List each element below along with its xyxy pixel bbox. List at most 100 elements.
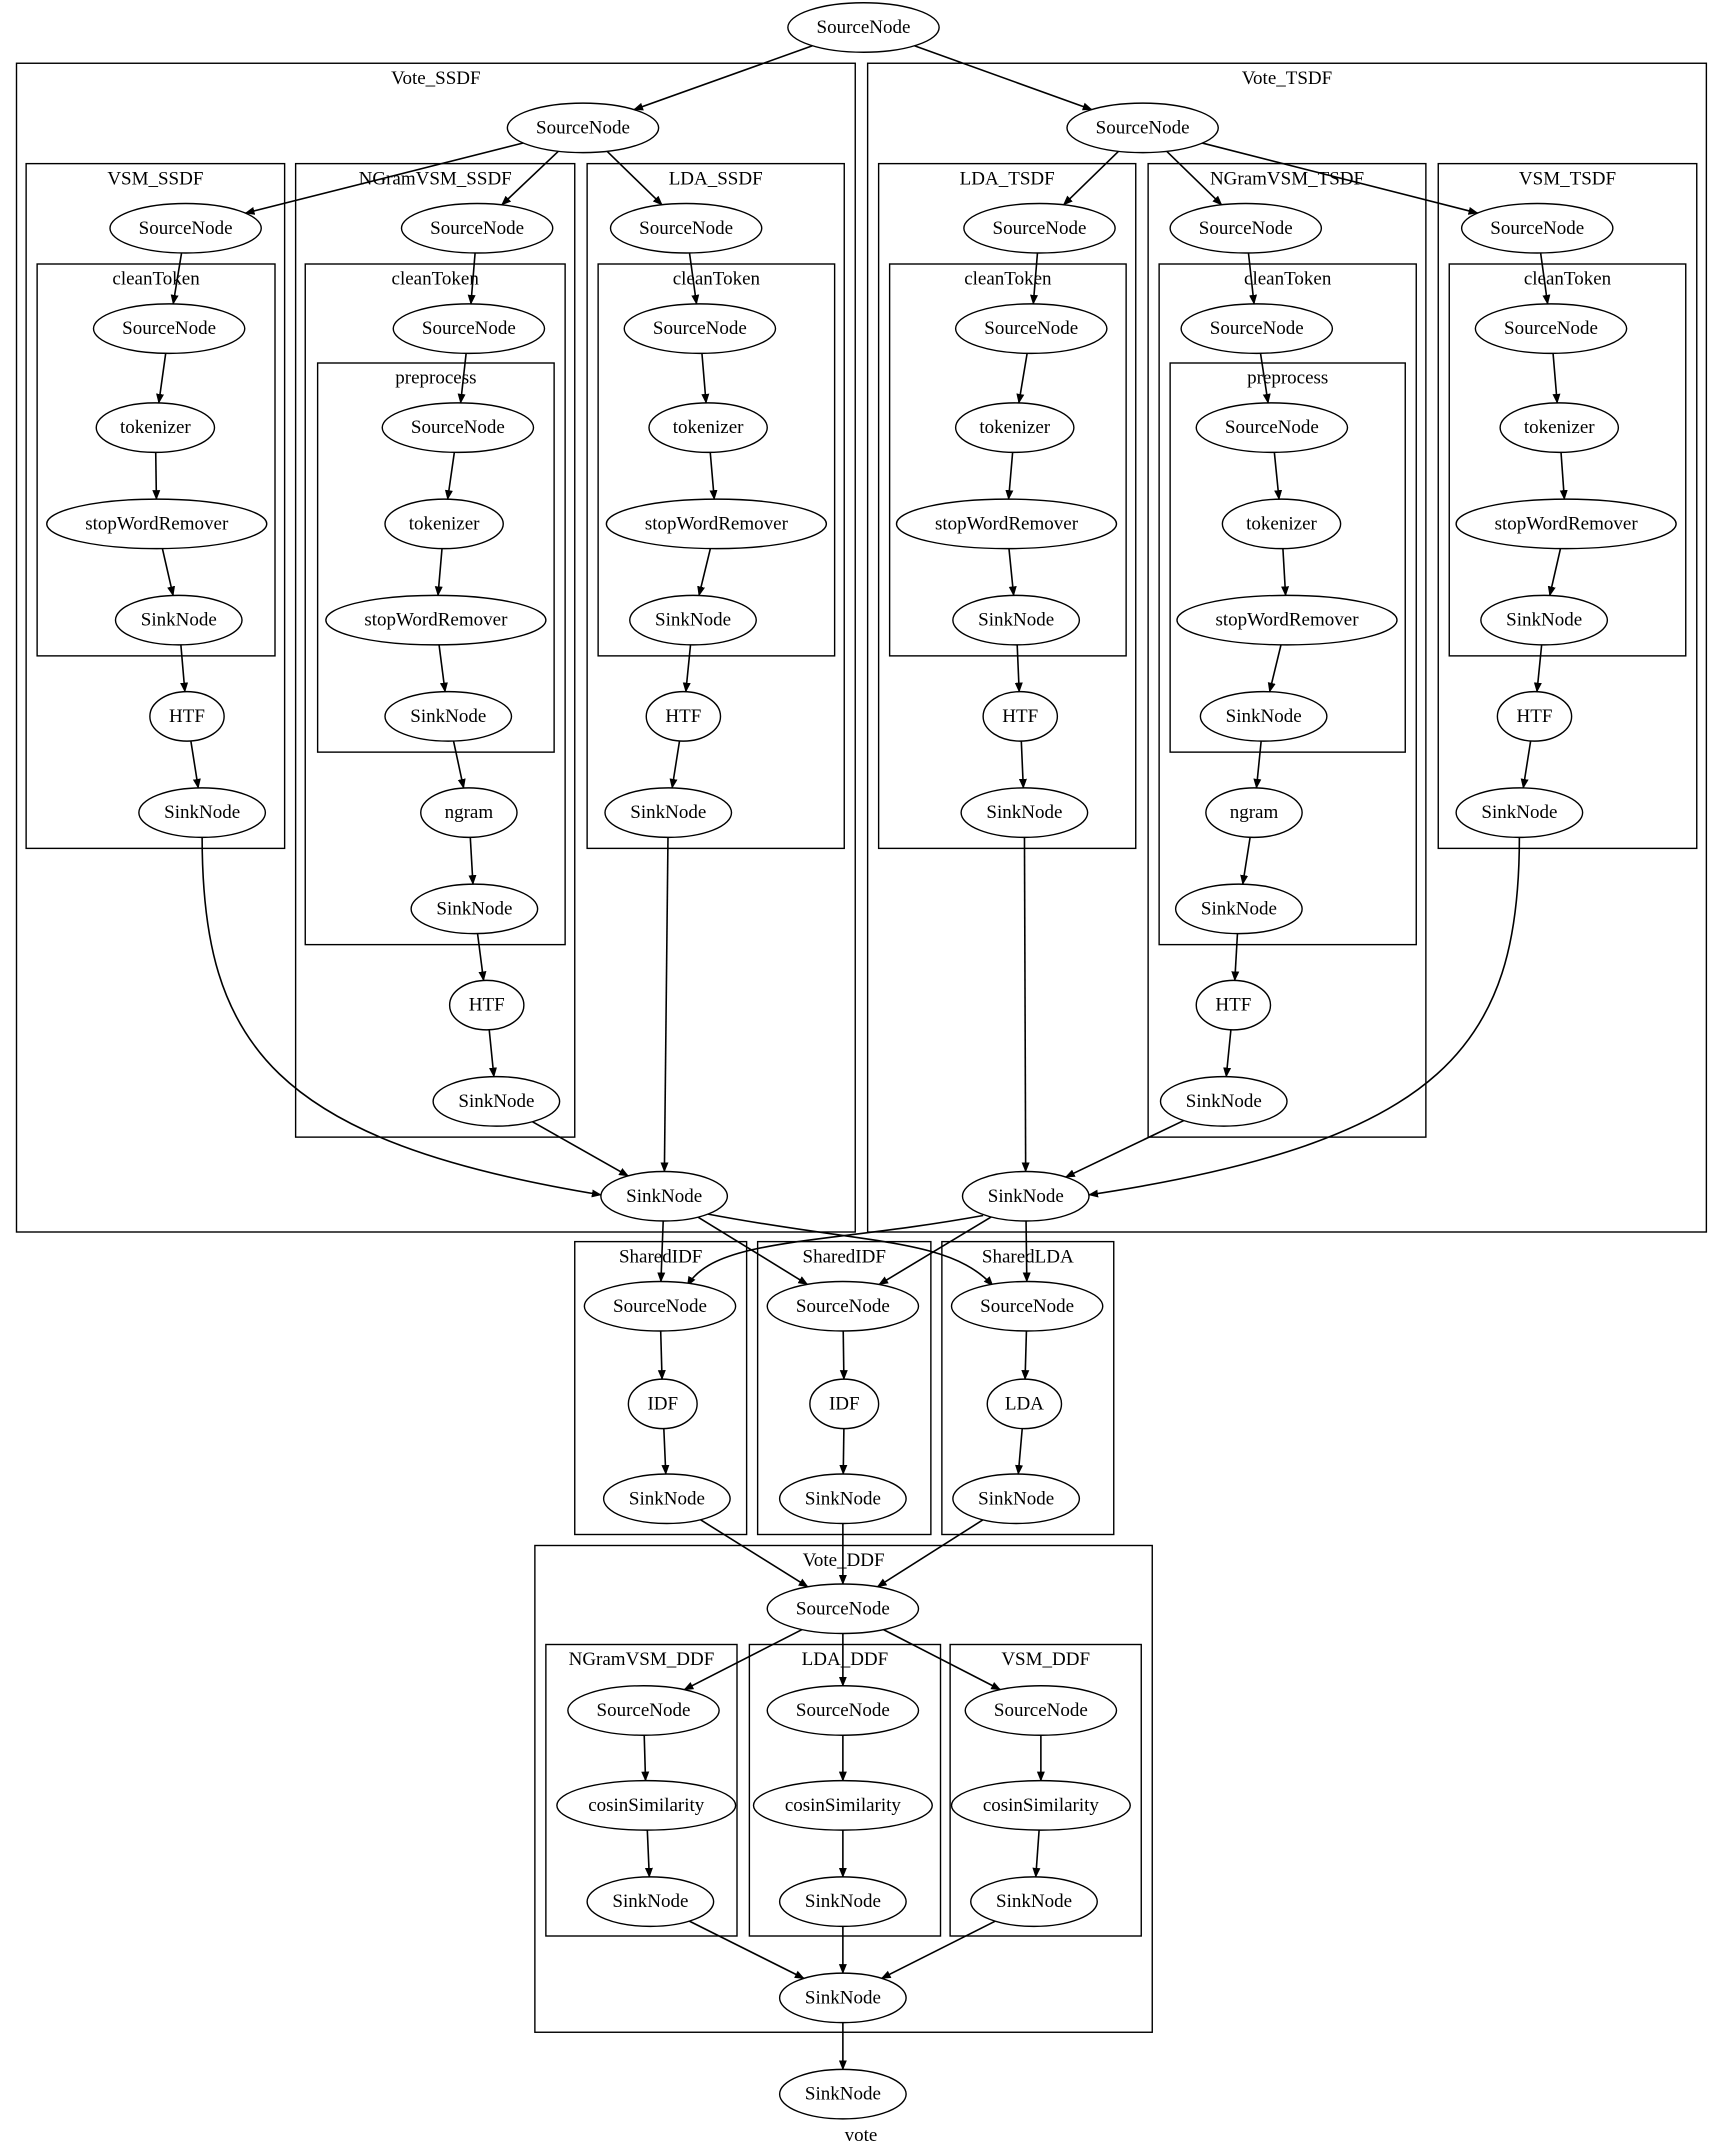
node-sink-ct-ngram-ssdf: SinkNode xyxy=(410,883,539,935)
cluster-cleantoken-vsm-tsdf: cleanToken xyxy=(1448,263,1687,657)
cluster-vote-tsdf-label: Vote_TSDF xyxy=(1242,68,1332,89)
cluster-cleantoken-vsm-tsdf-label: cleanToken xyxy=(1524,269,1612,290)
node-src-ct-vsm-tsdf-ellipse xyxy=(1474,303,1628,355)
node-sink-ct-ngram-ssdf-label: SinkNode xyxy=(436,898,512,919)
node-sw-pp-tsdf-ellipse xyxy=(1176,594,1398,646)
node-src-idf2-ellipse xyxy=(766,1280,920,1332)
node-sink-lda-ddf-ellipse xyxy=(778,1876,907,1928)
node-sink-lda-tsdf: SinkNode xyxy=(960,787,1089,839)
node-src-tsdf: SourceNode xyxy=(1066,102,1219,154)
edge-htf-ngram-ssdf-to-sink-ngram-ssdf xyxy=(488,1029,497,1078)
cluster-lda-tsdf: LDA_TSDF xyxy=(877,162,1137,850)
node-src-lda-tsdf-label: SourceNode xyxy=(993,218,1087,239)
node-sw-lda-ssdf-ellipse xyxy=(605,498,828,550)
node-sw-vsm-ssdf: stopWordRemover xyxy=(46,498,268,550)
node-src-lda-ddf-label: SourceNode xyxy=(796,1700,890,1721)
edge-sink-ngram-tsdf-to-sink-tsdf xyxy=(1064,1119,1185,1178)
edge-sw-vsm-tsdf-to-sink-ct-vsm-tsdf xyxy=(1547,548,1562,597)
edge-src-ct-lda-ssdf-to-tok-lda-ssdf xyxy=(701,353,710,404)
node-src-ngram-ssdf: SourceNode xyxy=(400,202,554,254)
node-tok-pp-ssdf-ellipse xyxy=(384,498,504,550)
edge-src-ngram-ssdf-to-src-ct-ngram-ssdf xyxy=(467,252,476,305)
node-src-root-ellipse xyxy=(787,2,940,53)
node-sink-vsm-tsdf-label: SinkNode xyxy=(1481,802,1557,823)
cluster-sharedlda: SharedLDA xyxy=(941,1240,1115,1536)
node-ngram-tsdf: ngram xyxy=(1205,787,1303,839)
cluster-cleantoken-lda-tsdf-border xyxy=(888,263,1127,657)
node-sink-ddf-label: SinkNode xyxy=(805,1987,881,2008)
node-sink-tsdf: SinkNode xyxy=(961,1170,1090,1222)
node-idf2-ellipse xyxy=(809,1378,880,1430)
node-src-ct-lda-tsdf: SourceNode xyxy=(954,303,1108,355)
cluster-cleantoken-ngramvsm-tsdf-border xyxy=(1158,263,1417,946)
node-cos-ngram-ddf: cosinSimilarity xyxy=(556,1779,737,1831)
node-src-ssdf: SourceNode xyxy=(506,102,660,154)
node-htf-lda-tsdf: HTF xyxy=(982,690,1059,742)
node-tok-vsm-ssdf: tokenizer xyxy=(95,402,216,454)
cluster-sharedidf-2: SharedIDF xyxy=(756,1240,932,1536)
edge-sink-lda-tsdf-to-sink-tsdf xyxy=(1021,837,1030,1173)
cluster-cleantoken-ngramvsm-tsdf-label: cleanToken xyxy=(1244,269,1332,290)
node-tok-lda-ssdf: tokenizer xyxy=(648,402,768,454)
cluster-cleantoken-vsm-tsdf-border xyxy=(1448,263,1687,657)
edge-src-tsdf-to-src-ngram-tsdf xyxy=(1166,150,1223,206)
edge-sink-pp-tsdf-to-ngram-tsdf xyxy=(1253,741,1262,789)
node-src-ct-ngram-tsdf: SourceNode xyxy=(1180,303,1334,355)
edge-src-tsdf-to-src-vsm-tsdf xyxy=(1202,142,1479,215)
edge-src-pp-tsdf-to-tok-pp-tsdf xyxy=(1273,452,1283,501)
edge-sink-vsm-ssdf-to-sink-ssdf xyxy=(201,837,602,1198)
node-src-vsm-ddf-ellipse xyxy=(964,1685,1118,1736)
node-cos-vsm-ddf-label: cosinSimilarity xyxy=(983,1795,1100,1816)
edge-ngram-tsdf-to-sink-ct-ngram-tsdf xyxy=(1240,837,1251,886)
cluster-lda-tsdf-border xyxy=(877,162,1137,850)
node-tok-pp-tsdf: tokenizer xyxy=(1221,498,1342,550)
node-sw-lda-tsdf-label: stopWordRemover xyxy=(935,513,1079,534)
node-sink-ct-vsm-tsdf-ellipse xyxy=(1480,594,1609,646)
edge-src-root-to-src-tsdf xyxy=(914,45,1093,111)
cluster-cleantoken-lda-ssdf-label: cleanToken xyxy=(673,269,761,290)
node-ngram-tsdf-label: ngram xyxy=(1230,802,1279,823)
node-src-lda-ssdf-label: SourceNode xyxy=(639,218,733,239)
node-sink-vsm-ssdf-ellipse xyxy=(138,787,267,839)
edge-sink-ct-vsm-ssdf-to-htf-vsm-ssdf xyxy=(180,644,189,693)
node-tok-pp-ssdf-label: tokenizer xyxy=(409,513,480,534)
cluster-ngramvsm-tsdf-border xyxy=(1147,162,1427,1138)
cluster-lda-ddf: LDA_DDF xyxy=(748,1643,942,1937)
cluster-vsm-ssdf: VSM_SSDF xyxy=(25,162,286,850)
node-sink-ngram-tsdf: SinkNode xyxy=(1159,1075,1288,1127)
node-src-idf1-ellipse xyxy=(583,1280,737,1332)
node-cos-lda-ddf: cosinSimilarity xyxy=(752,1779,933,1831)
edge-src-tsdf-to-src-lda-tsdf xyxy=(1062,150,1120,206)
edge-src-ct-ngram-ssdf-to-src-pp-ssdf xyxy=(457,353,467,404)
edge-htf-vsm-tsdf-to-sink-vsm-tsdf xyxy=(1520,740,1532,789)
edge-tok-lda-tsdf-to-sw-lda-tsdf xyxy=(1005,452,1014,501)
node-src-ct-lda-tsdf-label: SourceNode xyxy=(984,318,1078,339)
edge-sink-ssdf-to-src-lda-shared xyxy=(707,1213,994,1287)
cluster-vote-ssdf: Vote_SSDF xyxy=(15,62,856,1233)
node-sink-lda-ddf: SinkNode xyxy=(778,1876,907,1928)
edge-sink-tsdf-to-src-lda-shared xyxy=(1022,1220,1031,1283)
node-sink-ct-ngram-tsdf-label: SinkNode xyxy=(1201,898,1277,919)
cluster-cleantoken-lda-ssdf: cleanToken xyxy=(597,263,836,657)
cluster-cleantoken-ngramvsm-ssdf: cleanToken xyxy=(304,263,566,946)
node-sink-pp-ssdf-ellipse xyxy=(384,690,513,742)
cluster-preprocess-tsdf-label: preprocess xyxy=(1247,368,1328,389)
node-src-pp-tsdf-label: SourceNode xyxy=(1225,417,1319,438)
node-sw-pp-ssdf: stopWordRemover xyxy=(325,594,547,646)
cluster-preprocess-ssdf: preprocess xyxy=(316,362,555,753)
edge-tok-vsm-tsdf-to-sw-vsm-tsdf xyxy=(1559,452,1568,501)
edge-src-lda-ssdf-to-src-ct-lda-ssdf xyxy=(688,252,700,305)
node-sink-ct-ngram-tsdf-ellipse xyxy=(1174,883,1303,935)
node-tok-pp-tsdf-ellipse xyxy=(1221,498,1342,550)
node-htf-ngram-ssdf: HTF xyxy=(448,979,525,1031)
node-sink-ct-lda-tsdf-ellipse xyxy=(952,594,1081,646)
node-idf1-ellipse xyxy=(627,1378,698,1430)
node-sw-pp-ssdf-label: stopWordRemover xyxy=(364,610,508,631)
node-src-ct-vsm-ssdf-ellipse xyxy=(92,303,246,355)
node-htf-ngram-ssdf-ellipse xyxy=(448,979,525,1031)
cluster-ngramvsm-ssdf-label: NGramVSM_SSDF xyxy=(359,168,512,189)
node-cos-ngram-ddf-label: cosinSimilarity xyxy=(588,1795,705,1816)
cluster-ngramvsm-ddf-label: NGramVSM_DDF xyxy=(569,1649,715,1670)
node-cos-vsm-ddf: cosinSimilarity xyxy=(950,1779,1131,1831)
